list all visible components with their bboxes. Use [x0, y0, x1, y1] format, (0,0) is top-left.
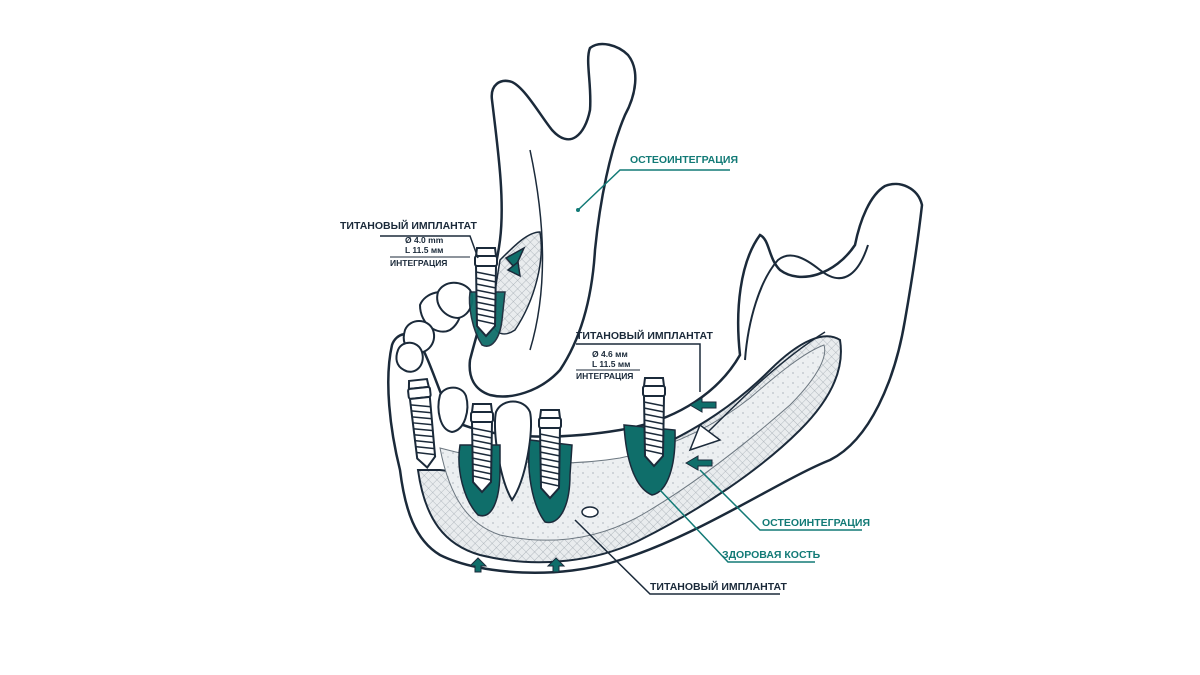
implant-left-integration: ИНТЕГРАЦИЯ — [390, 258, 447, 268]
leader-lines — [380, 169, 862, 595]
label-osseointegration-top: ОСТЕОИНТЕГРАЦИЯ — [630, 154, 738, 166]
implant-right-diameter: Ø 4.6 мм — [592, 349, 628, 359]
implant-right-title: ТИТАНОВЫЙ ИМПЛАНТАТ — [576, 329, 714, 342]
implant-spec-left: ТИТАНОВЫЙ ИМПЛАНТАТ Ø 4.0 mm L 11.5 мм И… — [340, 219, 478, 268]
implant-left-length: L 11.5 мм — [405, 245, 443, 255]
implant-spec-right: ТИТАНОВЫЙ ИМПЛАНТАТ Ø 4.6 мм L 11.5 мм И… — [576, 329, 714, 381]
arrow-icon — [468, 397, 717, 573]
label-implant-bottom: ТИТАНОВЫЙ ИМПЛАНТАТ — [650, 580, 788, 593]
implant-right-integration: ИНТЕГРАЦИЯ — [576, 371, 633, 381]
label-osseointegration-bottom: ОСТЕОИНТЕГРАЦИЯ — [762, 517, 870, 529]
implant-right-length: L 11.5 мм — [592, 359, 630, 369]
implant-left-diameter: Ø 4.0 mm — [405, 235, 444, 245]
implant-left-title: ТИТАНОВЫЙ ИМПЛАНТАТ — [340, 219, 478, 232]
right-ramus-inner — [744, 244, 869, 361]
label-healthy-bone: ЗДОРОВАЯ КОСТЬ — [722, 549, 821, 561]
